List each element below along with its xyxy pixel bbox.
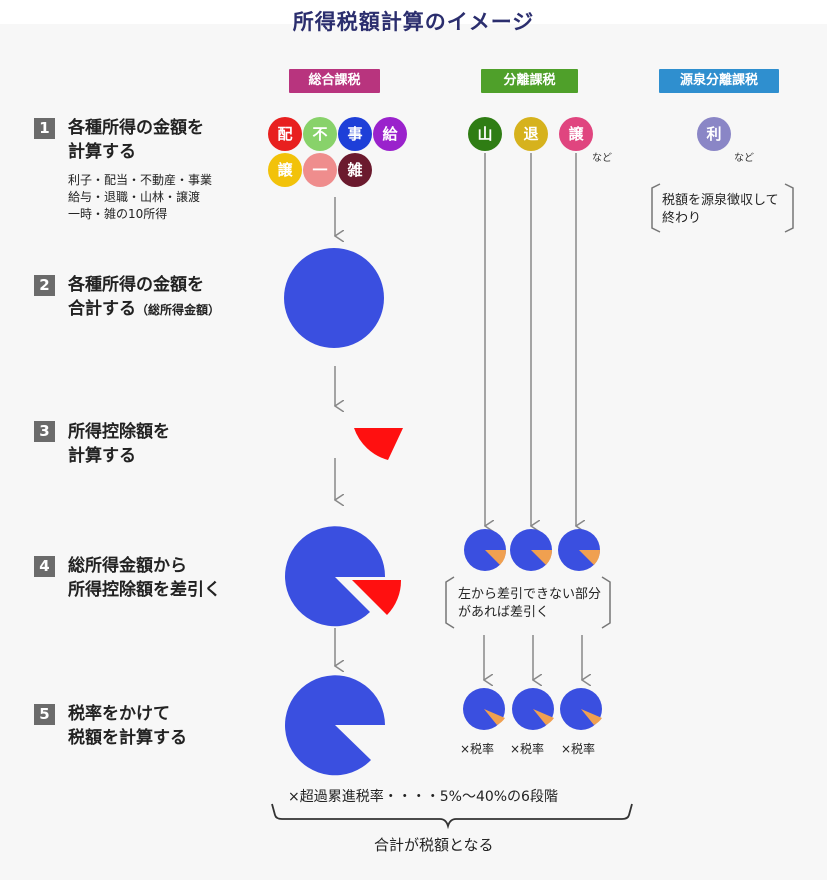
badge-zatsu: 雑 (338, 153, 372, 187)
bunri-bracket-right (601, 576, 611, 629)
page-title: 所得税額計算のイメージ (292, 10, 535, 34)
badge-fudosan: 不 (303, 117, 337, 151)
pie-step4 (285, 526, 386, 627)
step-4-line2: 所得控除額を差引く (68, 580, 221, 600)
bunri-pie-4 (463, 688, 505, 730)
step-3-line1: 所得控除額を (68, 422, 170, 442)
step-number-2: 2 (34, 275, 55, 296)
gensen-note: 税額を源泉徴収して 終わり (662, 192, 779, 228)
rate-label-1: ×税率 (460, 742, 495, 756)
nado-gensen: など (734, 153, 754, 164)
badge-taishoku: 退 (514, 117, 548, 151)
bunri-pie-3 (558, 529, 601, 571)
step-5-text: 税率をかけて 税額を計算する (68, 702, 187, 750)
bunri-pie-1 (464, 529, 507, 571)
bunri-pie-5 (512, 688, 554, 730)
badge-kyuyo: 給 (373, 117, 407, 151)
bunri-note: 左から差引できない部分 があれば差引く (458, 586, 601, 622)
step-1-note: 利子・配当・不動産・事業 給与・退職・山林・譲渡 一時・雑の10所得 (68, 172, 212, 223)
gensen-note-line2: 終わり (662, 211, 702, 226)
formula-text: ×超過累進税率・・・・5%～40%の6段階 (288, 789, 558, 805)
rate-label-2: ×税率 (510, 742, 545, 756)
header-gensen: 源泉分離課税 (659, 69, 779, 93)
step-1-note-line3: 一時・雑の10所得 (68, 207, 168, 221)
bunri-pie-2 (510, 529, 553, 571)
step-1-text: 各種所得の金額を 計算する (68, 116, 204, 164)
step-2-text: 各種所得の金額を 合計する（総所得金額） (68, 273, 220, 322)
wedge-deduction-shape (354, 428, 403, 460)
gensen-bracket-right (784, 183, 794, 233)
badge-jigyo: 事 (338, 117, 372, 151)
step-5-line2: 税額を計算する (68, 728, 187, 748)
step-3-line2: 計算する (68, 446, 136, 466)
badge-haito: 配 (268, 117, 302, 151)
badge-joto-bunri: 譲 (559, 117, 593, 151)
wedge-step4 (352, 580, 402, 615)
badge-ichiji: 一 (303, 153, 337, 187)
gensen-note-line1: 税額を源泉徴収して (662, 193, 779, 208)
badge-rishi: 利 (697, 117, 731, 151)
step-3-text: 所得控除額を 計算する (68, 420, 170, 468)
bunri-note-line2: があれば差引く (458, 605, 550, 620)
nado-bunri: など (592, 153, 612, 164)
bunri-note-line1: 左から差引できない部分 (458, 587, 602, 602)
step-2-note: （総所得金額） (136, 303, 221, 317)
step-number-3: 3 (34, 421, 55, 442)
title-band (0, 0, 827, 24)
step-1-note-line1: 利子・配当・不動産・事業 (68, 173, 213, 187)
rate-label-3: ×税率 (561, 742, 596, 756)
step-4-text: 総所得金額から 所得控除額を差引く (68, 554, 221, 602)
step-2-line1: 各種所得の金額を (68, 275, 204, 295)
step-5-line1: 税率をかけて (68, 704, 170, 724)
pie-total-income (284, 248, 384, 348)
bunri-pie-6 (560, 688, 602, 730)
badge-joto: 譲 (268, 153, 302, 187)
badge-sanrin: 山 (468, 117, 502, 151)
gensen-bracket-left (651, 183, 661, 233)
step-2-line2: 合計する (68, 299, 136, 319)
step-1-line1: 各種所得の金額を (68, 118, 204, 138)
step-number-4: 4 (34, 556, 55, 577)
step-number-5: 5 (34, 704, 55, 725)
step-1-line2: 計算する (68, 142, 136, 162)
step-number-1: 1 (34, 118, 55, 139)
bottom-brace (271, 803, 633, 830)
bunri-bracket-left (445, 576, 455, 629)
step-4-line1: 総所得金額から (68, 556, 187, 576)
pie-step5 (285, 675, 385, 776)
header-sogo: 総合課税 (289, 69, 380, 93)
header-bunri: 分離課税 (481, 69, 578, 93)
total-text: 合計が税額となる (374, 836, 494, 854)
step-1-note-line2: 給与・退職・山林・譲渡 (68, 190, 201, 204)
